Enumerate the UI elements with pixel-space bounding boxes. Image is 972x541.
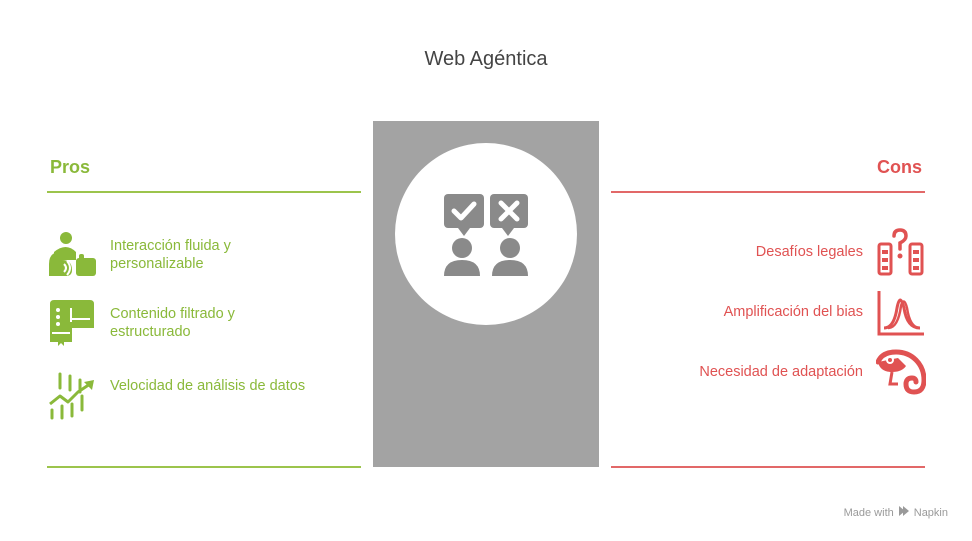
decision-people-icon bbox=[440, 190, 532, 282]
pro-item: Contenido filtrado y estructurado bbox=[46, 298, 366, 354]
user-interaction-icon bbox=[46, 230, 98, 282]
con-label: Necesidad de adaptación bbox=[699, 364, 863, 380]
pro-item: Velocidad de análisis de datos bbox=[46, 370, 366, 426]
filtered-content-icon bbox=[46, 298, 98, 350]
pro-item: Interacción fluida y personalizable bbox=[46, 230, 366, 286]
center-circle bbox=[395, 143, 577, 325]
pros-heading: Pros bbox=[50, 157, 91, 177]
chameleon-icon bbox=[875, 348, 927, 398]
pros-bottom-rule bbox=[47, 466, 361, 468]
growth-chart-icon bbox=[46, 370, 98, 422]
cons-bottom-rule bbox=[611, 466, 925, 468]
con-label: Amplificación del bias bbox=[723, 304, 863, 320]
napkin-logo-icon bbox=[898, 505, 910, 520]
con-item: Desafíos legales bbox=[606, 228, 926, 278]
con-item: Necesidad de adaptación bbox=[606, 348, 927, 398]
made-with-napkin-watermark: Made with Napkin bbox=[844, 505, 948, 520]
cons-heading: Cons bbox=[877, 157, 922, 177]
pros-top-rule bbox=[47, 191, 361, 193]
pro-label: Interacción fluida y personalizable bbox=[110, 238, 231, 272]
con-item: Amplificación del bias bbox=[606, 288, 926, 338]
pro-label: Velocidad de análisis de datos bbox=[110, 378, 306, 394]
bias-distribution-icon bbox=[876, 288, 926, 338]
pro-label: Contenido filtrado y estructurado bbox=[110, 306, 235, 340]
watermark-brand: Napkin bbox=[913, 506, 948, 519]
cons-top-rule bbox=[611, 191, 925, 193]
con-label: Desafíos legales bbox=[755, 244, 863, 260]
page-title: Web Agéntica bbox=[424, 48, 548, 70]
watermark-prefix: Made with bbox=[843, 506, 894, 519]
legal-question-icon bbox=[876, 228, 926, 278]
